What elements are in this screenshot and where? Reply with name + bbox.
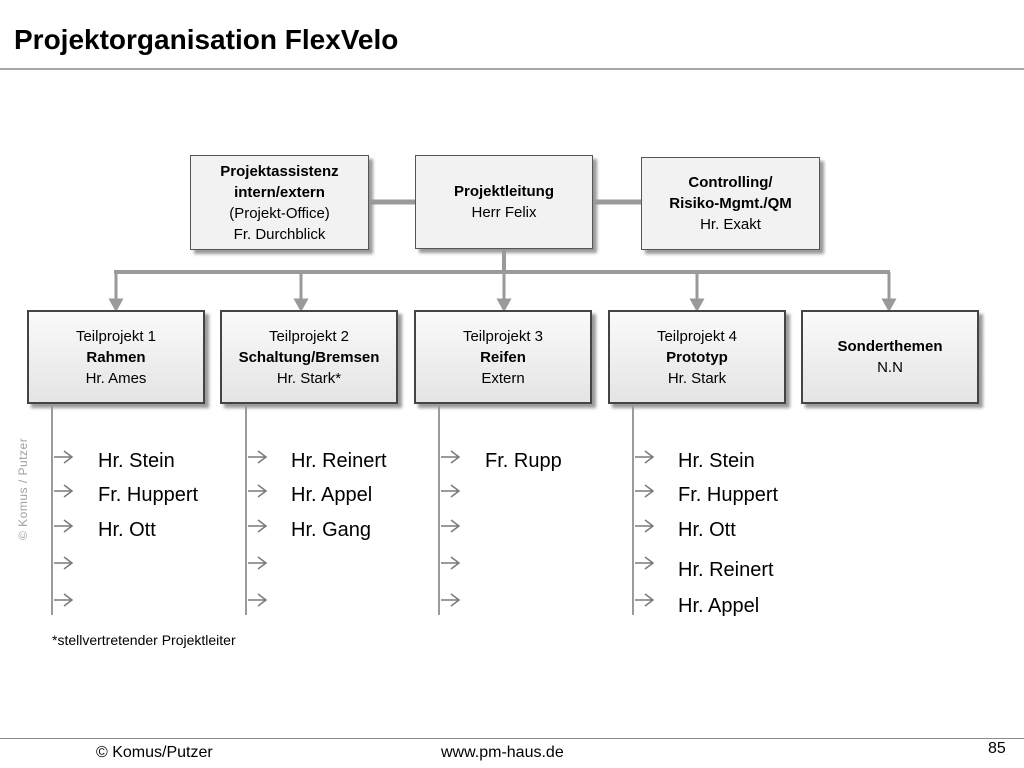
teilprojekt-3-topic: Reifen <box>480 348 526 366</box>
tp1-member-arrow-2 <box>54 484 74 498</box>
footnote: *stellvertretender Projektleiter <box>52 632 236 648</box>
sonderthemen-lead: N.N <box>877 359 903 376</box>
drop-tp2-arrow <box>293 298 309 313</box>
tp3-member-arrow-4 <box>441 556 461 570</box>
tp4-member-arrow-2 <box>635 484 655 498</box>
teilprojekt-1-lead: Hr. Ames <box>85 369 147 387</box>
tp2-member-2: Hr. Appel <box>291 484 373 506</box>
title-divider <box>0 68 1024 70</box>
teilprojekt-4-lead: Hr. Stark <box>667 369 727 387</box>
member-arrows <box>54 450 655 607</box>
box-teilprojekt-3: Teilprojekt 3 Reifen Extern <box>414 310 592 404</box>
teilprojekt-3-lead: Extern <box>481 369 525 387</box>
tp4-member-5: Hr. Appel <box>678 595 760 617</box>
tp2-member-arrow-2 <box>248 484 268 498</box>
tp2-member-arrow-1 <box>248 450 268 464</box>
tp2-member-arrow-5 <box>248 593 268 607</box>
tp4-member-arrow-3 <box>635 519 655 533</box>
box-teilprojekt-4: Teilprojekt 4 Prototyp Hr. Stark <box>608 310 786 404</box>
tp4-member-1: Hr. Stein <box>678 450 755 472</box>
tp4-member-2: Fr. Huppert <box>678 484 779 506</box>
tp4-member-3: Hr. Ott <box>678 519 736 541</box>
box-projektassistenz: Projektassistenz intern/extern (Projekt-… <box>190 155 369 250</box>
teilprojekt-2-label: Teilprojekt 2 <box>268 327 350 345</box>
drop-tp4-arrow <box>689 298 705 313</box>
tp1-member-3: Hr. Ott <box>98 519 156 541</box>
controlling-title: Controlling/ <box>688 174 773 191</box>
teilprojekt-2-lead: Hr. Stark* <box>276 369 342 387</box>
box-teilprojekt-2: Teilprojekt 2 Schaltung/Bremsen Hr. Star… <box>220 310 398 404</box>
projektassistenz-office: (Projekt-Office) <box>229 204 330 222</box>
tp4-member-arrow-5 <box>635 593 655 607</box>
tp1-member-arrow-4 <box>54 556 74 570</box>
projektleitung-person: Herr Felix <box>471 204 537 221</box>
tp2-member-arrow-3 <box>248 519 268 533</box>
box-sonderthemen: Sonderthemen N.N <box>801 310 979 404</box>
teilprojekt-3-label: Teilprojekt 3 <box>462 327 544 345</box>
tp2-member-arrow-4 <box>248 556 268 570</box>
side-copyright: © Komus / Putzer <box>16 437 30 540</box>
drop-tp3-arrow <box>496 298 512 313</box>
teilprojekt-4-label: Teilprojekt 4 <box>656 327 738 345</box>
tp3-member-arrow-1 <box>441 450 461 464</box>
sonderthemen-title: Sonderthemen <box>837 338 943 355</box>
tp1-member-2: Fr. Huppert <box>98 484 199 506</box>
tp3-member-arrow-3 <box>441 519 461 533</box>
projektassistenz-title: Projektassistenz <box>220 162 339 180</box>
tp2-member-3: Hr. Gang <box>291 519 372 541</box>
tp2-member-1: Hr. Reinert <box>291 450 387 472</box>
tp1-member-1: Hr. Stein <box>98 450 175 472</box>
tp1-member-arrow-1 <box>54 450 74 464</box>
connector-drops <box>108 272 897 313</box>
footer-divider <box>0 738 1024 739</box>
tp1-member-arrow-3 <box>54 519 74 533</box>
tp3-member-1: Fr. Rupp <box>485 450 562 472</box>
tp1-member-arrow-5 <box>54 593 74 607</box>
tp3-member-arrow-2 <box>441 484 461 498</box>
tp3-member-arrow-5 <box>441 593 461 607</box>
member-stems <box>51 405 634 615</box>
footer-page-number: 85 <box>988 740 1006 757</box>
controlling-scope: Risiko-Mgmt./QM <box>669 195 792 212</box>
box-projektleitung: Projektleitung Herr Felix <box>415 155 593 249</box>
tp4-member-arrow-1 <box>635 450 655 464</box>
box-controlling: Controlling/ Risiko-Mgmt./QM Hr. Exakt <box>641 157 820 250</box>
footer-copyright: © Komus/Putzer <box>96 744 213 761</box>
tp4-member-arrow-4 <box>635 556 655 570</box>
projektleitung-title: Projektleitung <box>453 183 554 200</box>
projektassistenz-person: Fr. Durchblick <box>233 225 326 243</box>
projektassistenz-scope: intern/extern <box>234 183 325 201</box>
teilprojekt-1-topic: Rahmen <box>86 348 146 366</box>
teilprojekt-2-topic: Schaltung/Bremsen <box>238 348 380 366</box>
footer-url: www.pm-haus.de <box>441 744 564 761</box>
teilprojekt-1-label: Teilprojekt 1 <box>75 327 157 345</box>
drop-sonder-arrow <box>881 298 897 313</box>
tp4-member-4: Hr. Reinert <box>678 559 774 581</box>
controlling-person: Hr. Exakt <box>700 216 761 233</box>
drop-tp1-arrow <box>108 298 124 313</box>
page-title: Projektorganisation FlexVelo <box>14 24 399 55</box>
teilprojekt-4-topic: Prototyp <box>666 348 728 366</box>
box-teilprojekt-1: Teilprojekt 1 Rahmen Hr. Ames <box>27 310 205 404</box>
